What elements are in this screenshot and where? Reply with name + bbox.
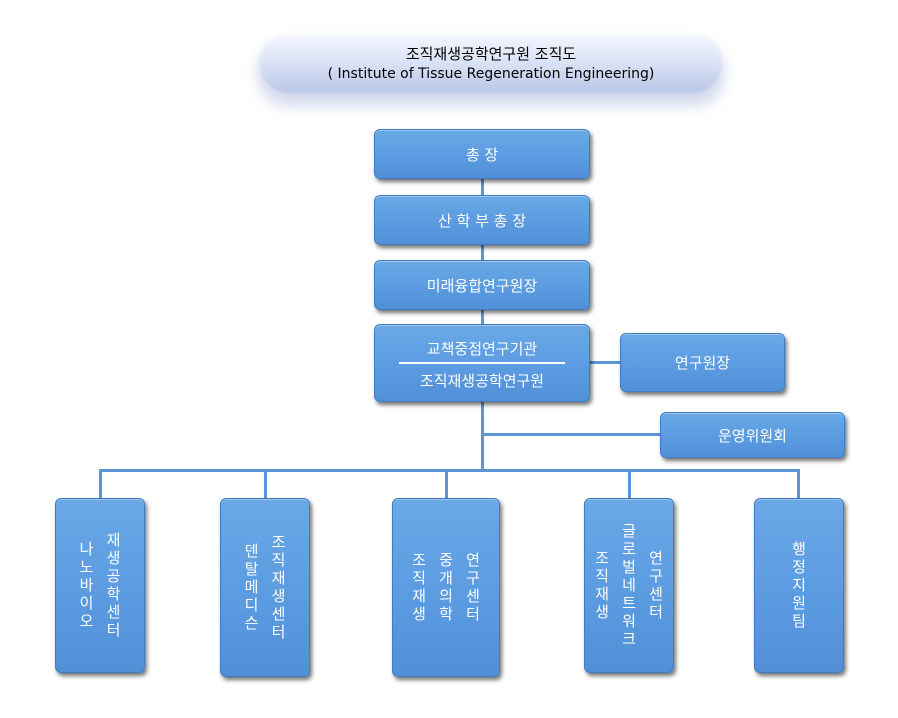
- node-vp-industry-label: 산 학 부 총 장: [437, 211, 527, 230]
- connector-committee: [483, 433, 661, 436]
- center-3-line-2: 중개의학: [436, 551, 455, 624]
- center-3-line-1: 연구센터: [463, 551, 482, 624]
- node-admin-team: 행정지원팀: [754, 498, 844, 673]
- node-future-dean: 미래융합연구원장: [374, 260, 590, 310]
- node-center-nanobio: 재생공학센터 나노바이오: [55, 498, 145, 673]
- connector-horizontal-bus: [99, 469, 800, 472]
- connector-drop-5: [797, 469, 800, 499]
- center-1-line-1: 재생공학센터: [104, 531, 122, 640]
- node-vp-industry: 산 학 부 총 장: [374, 195, 590, 245]
- node-future-dean-label: 미래융합연구원장: [426, 276, 538, 295]
- node-committee-label: 운영위원회: [717, 426, 787, 445]
- node-institute: 교책중점연구기관 조직재생공학연구원: [374, 324, 590, 402]
- node-committee: 운영위원회: [660, 412, 845, 458]
- center-4-line-3: 조직재생: [592, 549, 611, 622]
- center-2-line-1: 조직재생센터: [269, 533, 287, 642]
- node-institute-top-label: 교책중점연구기관: [426, 340, 538, 358]
- node-president-label: 총 장: [465, 145, 499, 164]
- center-4-line-2: 글로벌네트워크: [619, 522, 638, 649]
- center-5-line-1: 행정지원팀: [789, 540, 808, 631]
- chart-title: 조직재생공학연구원 조직도 ( Institute of Tissue Rege…: [258, 33, 724, 95]
- title-korean: 조직재생공학연구원 조직도: [405, 45, 577, 63]
- center-1-line-2: 나노바이오: [77, 540, 95, 631]
- node-institute-divider: [399, 362, 565, 364]
- node-director-label: 연구원장: [674, 354, 731, 372]
- center-3-line-3: 조직재생: [409, 551, 428, 624]
- node-center-global: 연구센터 글로벌네트워크 조직재생: [584, 498, 674, 673]
- connector-drop-4: [628, 469, 631, 499]
- title-english: ( Institute of Tissue Regeneration Engin…: [327, 66, 655, 82]
- node-president: 총 장: [374, 129, 590, 179]
- center-4-line-1: 연구센터: [646, 549, 665, 622]
- node-director: 연구원장: [620, 333, 785, 392]
- connector-drop-1: [99, 469, 102, 499]
- node-institute-bottom-label: 조직재생공학연구원: [419, 372, 545, 390]
- connector-drop-3: [445, 469, 448, 499]
- center-2-line-2: 덴탈메디슨: [242, 542, 260, 633]
- node-center-dental: 조직재생센터 덴탈메디슨: [220, 498, 310, 677]
- connector-drop-2: [264, 469, 267, 499]
- node-center-translational: 연구센터 중개의학 조직재생: [392, 498, 500, 677]
